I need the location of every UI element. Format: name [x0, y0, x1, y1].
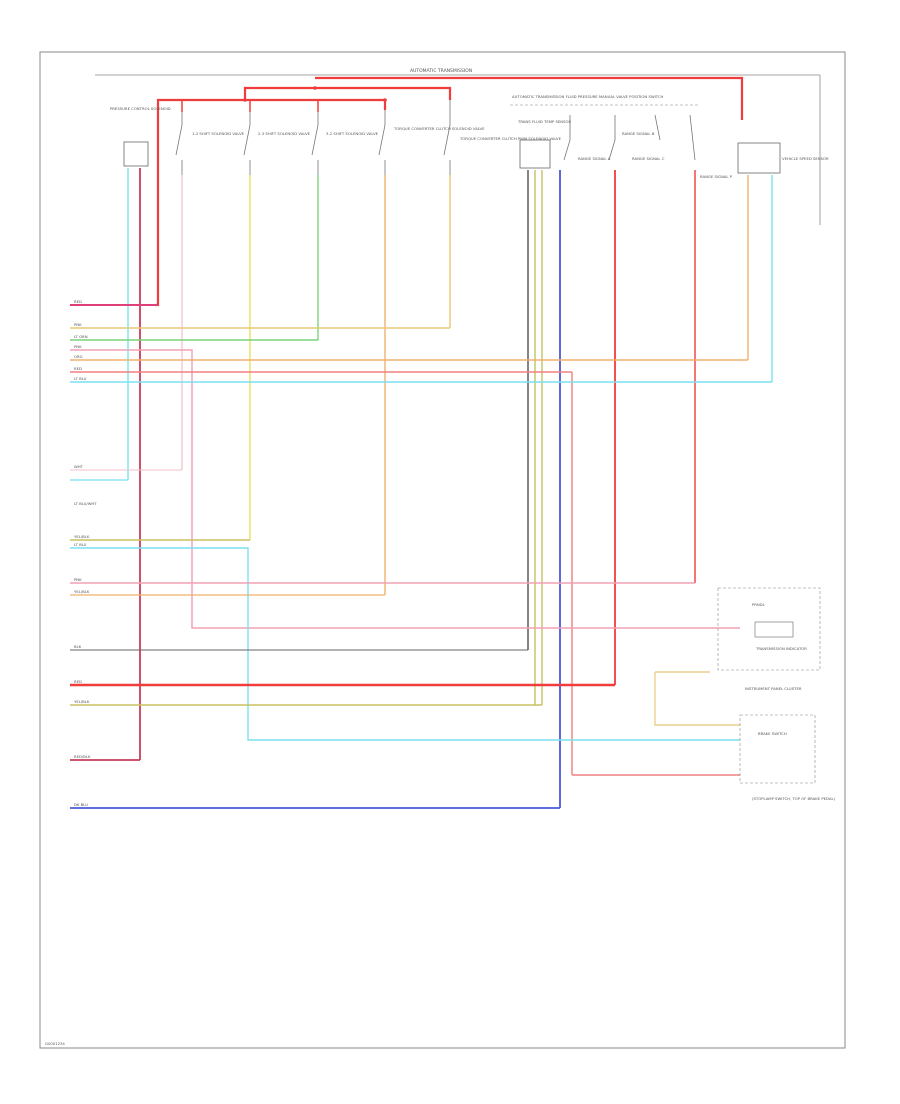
page-code: G0001234: [45, 1041, 65, 1046]
output-speed-sensor: VEHICLE SPEED SENSOR: [737, 142, 829, 174]
wire-label-4: PNK: [74, 344, 82, 349]
pressure-switch-assembly: AUTOMATIC TRANSMISSION FLUID PRESSURE MA…: [510, 94, 733, 179]
vertical-wires: [127, 168, 773, 808]
brake-switch-sub: (STOPLAMP SWITCH, TOP OF BRAKE PEDAL): [752, 796, 836, 801]
range-c-label: RANGE SIGNAL C: [632, 156, 665, 161]
pressure-switch-label: AUTOMATIC TRANSMISSION FLUID PRESSURE MA…: [512, 94, 663, 99]
shift-solenoid-2-label: 2-3 SHIFT SOLENOID VALVE: [258, 131, 311, 136]
cluster-sub-label: TRANSMISSION INDICATOR: [755, 646, 807, 651]
wire-label-12: PNK: [74, 577, 82, 582]
wire-label-11: LT BLU: [74, 542, 87, 547]
wire-label-14: BLK: [74, 644, 82, 649]
wire-label-16: YEL/BLK: [74, 699, 90, 704]
range-switch-label: RANGE SIGNAL A: [578, 156, 611, 161]
wire-label-5: ORG: [74, 354, 83, 359]
wire-label-8: WHT: [74, 464, 84, 469]
tcc-pwm-solenoid: TORQUE CONVERTER CLUTCH PWM SOLENOID VAL…: [443, 100, 562, 175]
wire-label-10: YEL/BLK: [74, 534, 90, 539]
wire-label-1: RED: [74, 299, 82, 304]
wire-label-3: LT GRN: [74, 334, 88, 339]
shift-solenoid-1-label: 1-2 SHIFT SOLENOID VALVE: [192, 131, 245, 136]
range-p-label: RANGE SIGNAL P: [700, 174, 733, 179]
cluster-inner-label: PRNDL: [752, 602, 766, 607]
brake-switch-label: BRAKE SWITCH: [758, 731, 787, 736]
shift-solenoid-3-label: 3-2 SHIFT SOLENOID VALVE: [326, 131, 379, 136]
pressure-control-label: PRESSURE CONTROL SOLENOID: [110, 106, 171, 111]
range-b-label: RANGE SIGNAL B: [622, 131, 655, 136]
tcc-pwm-label: TORQUE CONVERTER CLUTCH PWM SOLENOID VAL…: [459, 136, 562, 141]
temp-sensor-label: TRANS FLUID TEMP SENSOR: [517, 119, 572, 124]
wire-label-2: PNK: [74, 322, 82, 327]
wire-label-18: DK BLU: [74, 802, 88, 807]
wire-label-17: RED/BLK: [74, 754, 91, 759]
tcc-enable-solenoid: TORQUE CONVERTER CLUTCH SOLENOID VALVE: [378, 110, 485, 175]
tcc-enable-label: TORQUE CONVERTER CLUTCH SOLENOID VALVE: [393, 126, 485, 131]
header-title: AUTOMATIC TRANSMISSION: [410, 68, 472, 74]
splice-points: [243, 86, 387, 102]
wire-label-13: YEL/BLK: [74, 589, 90, 594]
top-power-feed: [155, 76, 744, 307]
wire-label-6: RED: [74, 366, 82, 371]
diagram-border: [39, 51, 846, 1049]
pressure-control-solenoid: PRESSURE CONTROL SOLENOID: [110, 106, 171, 167]
horizontal-wires: [70, 304, 772, 809]
wire-label-15: RED: [74, 679, 82, 684]
output-speed-label: VEHICLE SPEED SENSOR: [782, 156, 829, 161]
brake-switch: BRAKE SWITCH (STOPLAMP SWITCH, TOP OF BR…: [739, 714, 836, 801]
wire-label-7: LT BLU: [74, 376, 87, 381]
shift-solenoid-1: 1-2 SHIFT SOLENOID VALVE: [175, 112, 245, 175]
shift-solenoid-2: 2-3 SHIFT SOLENOID VALVE: [243, 112, 311, 175]
cluster-label: INSTRUMENT PANEL CLUSTER: [745, 686, 802, 691]
wire-label-9: LT BLU/WHT: [74, 501, 97, 506]
left-wire-labels: RED PNK LT GRN PNK ORG RED LT BLU WHT LT…: [74, 299, 97, 807]
shift-solenoid-3: 3-2 SHIFT SOLENOID VALVE: [311, 112, 379, 175]
instrument-panel-cluster: PRNDL TRANSMISSION INDICATOR INSTRUMENT …: [654, 587, 821, 726]
